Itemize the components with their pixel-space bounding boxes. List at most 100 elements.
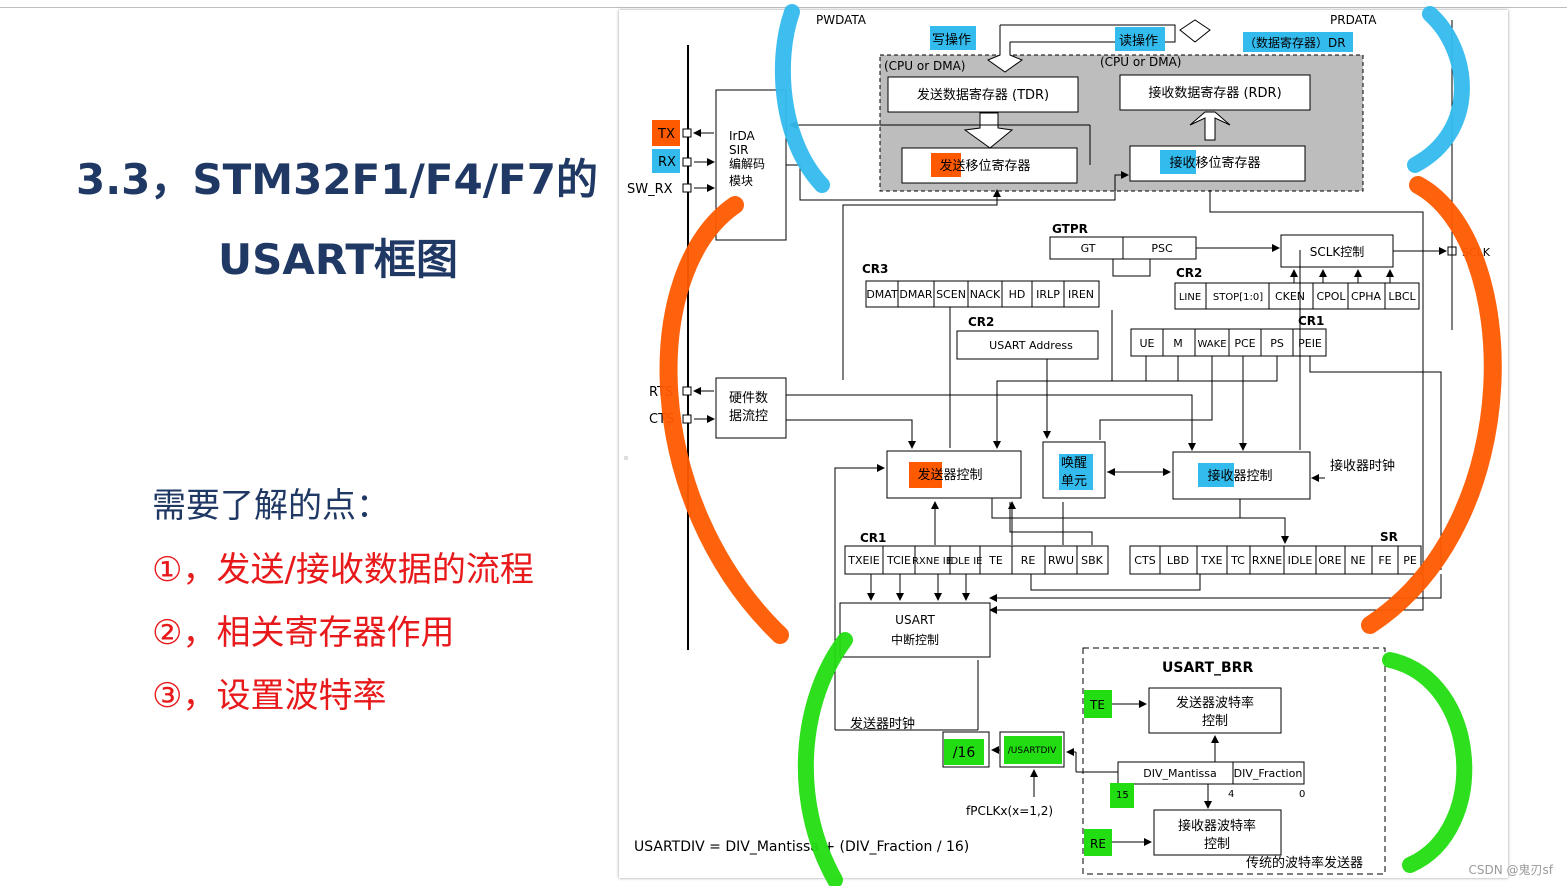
rx-clock-label: 接收器时钟 [1330,458,1395,474]
svg-text:硬件数: 硬件数 [729,391,768,406]
cr3-register: DMAT DMAR SCEN NACK HD IRLP IREN [865,280,1100,308]
prdata-label: PRDATA [1330,13,1377,27]
rx-shift-label: 接收移位寄存器 [1169,155,1260,171]
rdr-box [1119,74,1311,111]
svg-text:LINE: LINE [1179,292,1201,303]
cr2-register: LINE STOP[1:0] CKEN CPOL CPHA LBCL [1174,282,1420,310]
hw-flow-box [715,377,787,439]
svg-text:DMAR: DMAR [899,288,932,301]
cr1-register-top: UE M WAKE PCE PS PEIE [1130,328,1327,357]
svg-text:CPHA: CPHA [1351,290,1382,303]
pin-rx: RX [658,155,676,170]
svg-text:DIV_Mantissa: DIV_Mantissa [1143,767,1217,780]
svg-text:编解码: 编解码 [729,156,765,171]
svg-text:据流控: 据流控 [729,409,768,424]
svg-text:SCLK控制: SCLK控制 [1310,245,1365,259]
svg-text:WAKE: WAKE [1197,339,1226,350]
rx-shift-box [1129,145,1306,182]
svg-text:发送器波特率: 发送器波特率 [1176,695,1254,711]
svg-text:IREN: IREN [1068,288,1094,301]
svg-text:单元: 单元 [1061,474,1087,489]
divider [0,7,1567,8]
svg-text:IRLP: IRLP [1036,288,1060,301]
svg-text:15: 15 [1116,790,1129,801]
tx-baud-box [1148,687,1282,734]
svg-text:唤醒: 唤醒 [1061,456,1087,471]
svg-text:NE: NE [1350,554,1365,567]
svg-text:RXNE IE: RXNE IE [912,556,952,567]
svg-text:TC: TC [1230,554,1245,567]
te-label: TE [1089,698,1105,712]
point-1: ①，发送/接收数据的流程 [152,550,534,590]
svg-text:TE: TE [988,554,1003,567]
svg-text:TCIE: TCIE [886,554,911,567]
svg-text:STOP[1:0]: STOP[1:0] [1213,292,1263,303]
svg-text:CR2: CR2 [1176,266,1202,280]
svg-text:模块: 模块 [729,174,753,188]
fpclk-label: fPCLKx(x=1,2) [966,804,1053,818]
svg-text:/16: /16 [953,745,976,761]
write-op-label: 写操作 [932,32,971,48]
pin-sw-rx: SW_RX [627,182,673,197]
rx-baud-box [1153,809,1282,856]
svg-text:DMAT: DMAT [866,288,898,301]
read-op-label: 读操作 [1119,33,1158,49]
svg-text:4: 4 [1228,789,1234,800]
usartdiv-formula: USARTDIV = DIV_Mantissa + (DIV_Fraction … [634,839,969,855]
tdr-box [887,76,1079,113]
svg-text:CR1: CR1 [1298,314,1324,328]
svg-text:CKEN: CKEN [1275,290,1305,303]
svg-text:CR1: CR1 [860,531,886,545]
svg-text:USART_BRR: USART_BRR [1162,660,1253,676]
svg-text:NACK: NACK [970,288,1001,301]
point-2: ②，相关寄存器作用 [152,613,455,653]
cpu-dma-right: (CPU or DMA) [1100,55,1181,69]
watermark: CSDN @鬼刃sf [1468,863,1553,877]
svg-text:PSC: PSC [1151,242,1173,255]
svg-text:控制: 控制 [1202,714,1228,729]
svg-text:M: M [1173,337,1183,350]
svg-text:USART Address: USART Address [989,339,1073,352]
svg-text:CPOL: CPOL [1316,290,1346,303]
svg-text:UE: UE [1139,337,1154,350]
slide-title-line2: USART框图 [218,235,458,284]
svg-text:HD: HD [1009,288,1026,301]
re-label: RE [1090,837,1106,851]
pin-tx: TX [657,127,675,142]
dr-label: （数据寄存器）DR [1244,35,1346,50]
svg-text:中断控制: 中断控制 [891,632,939,647]
svg-text:USART: USART [895,613,935,627]
tx-clock-label: 发送器时钟 [850,716,915,732]
svg-text:发送器控制: 发送器控制 [917,467,982,483]
svg-text:LBCL: LBCL [1388,290,1416,303]
svg-text:CR3: CR3 [862,262,888,276]
svg-text:CTS: CTS [1134,554,1155,567]
slide-title-line1: 3.3，STM32F1/F4/F7的 [76,155,598,204]
svg-text:PCE: PCE [1234,337,1255,350]
need-heading: 需要了解的点： [152,486,390,526]
svg-text:RXNE: RXNE [1252,554,1282,567]
svg-text:/USARTDIV: /USARTDIV [1008,746,1057,756]
cpu-dma-left: (CPU or DMA) [884,59,965,73]
svg-text:CR2: CR2 [968,315,994,329]
brr-register [1117,761,1305,785]
svg-text:IrDA: IrDA [729,129,756,143]
usart-address-box [956,330,1099,360]
point-3: ③，设置波特率 [152,676,387,716]
gtpr-label: GTPR [1052,222,1088,236]
svg-text:接收器控制: 接收器控制 [1207,468,1272,484]
svg-text:SR: SR [1380,530,1398,544]
svg-text:FE: FE [1378,554,1391,567]
rdr-label: 接收数据寄存器 (RDR) [1148,85,1281,101]
svg-text:TXE: TXE [1200,554,1222,567]
sr-register: CTS LBD TXE TC RXNE IDLE ORE NE FE PE [1129,545,1422,575]
svg-text:PEIE: PEIE [1298,337,1322,350]
svg-text:0: 0 [1299,789,1305,800]
svg-text:SCEN: SCEN [936,288,966,301]
usart-brr-area [1082,647,1386,875]
svg-text:GT: GT [1081,242,1096,255]
svg-text:TXEIE: TXEIE [847,554,879,567]
svg-text:RE: RE [1021,554,1036,567]
tx-shift-label: 发送移位寄存器 [939,158,1030,174]
